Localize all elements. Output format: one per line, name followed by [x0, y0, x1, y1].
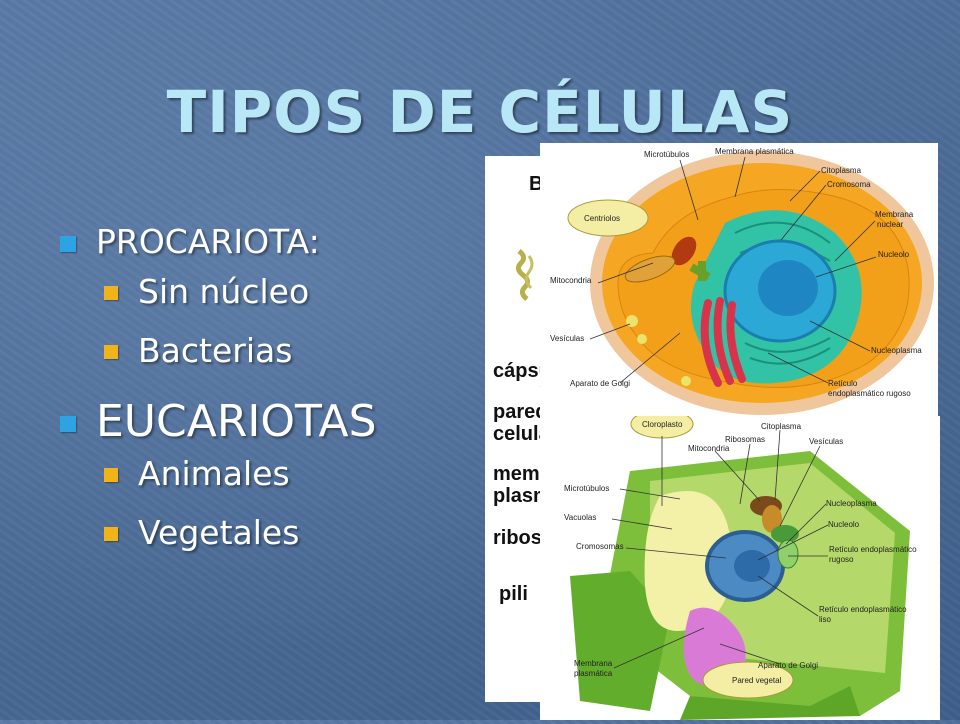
slide-title: TIPOS DE CÉLULAS — [166, 78, 794, 146]
plant-cell-image: Cloroplasto Citoplasma Ribosomas Vesícul… — [540, 409, 940, 720]
subbullet-marker — [104, 468, 118, 482]
subbullet-vegetales: Vegetales — [104, 513, 377, 572]
prok-label-title: B — [529, 173, 543, 195]
prok-label-capsula: cápsu — [493, 360, 551, 382]
label-vacuolas: Vacuolas — [564, 513, 596, 522]
bullet-procariota: PROCARIOTA: — [60, 222, 377, 272]
subbullet-bacterias-label: Bacterias — [138, 331, 293, 370]
label-vesiculas: Vesículas — [550, 334, 584, 343]
label-membrana-plant-2: plasmática — [574, 669, 613, 678]
centriolos-bubble — [567, 199, 649, 237]
bullet-eucariotas: EUCARIOTAS — [60, 396, 377, 454]
plant-cell-diagram: Cloroplasto Citoplasma Ribosomas Vesícul… — [564, 409, 917, 720]
prok-label-plasmatica: plasm — [493, 485, 551, 507]
label-reticulo-liso-2: liso — [819, 615, 832, 624]
vacuole-shape — [644, 491, 732, 631]
subbullet-animales-label: Animales — [138, 454, 290, 493]
label-cloroplasto: Cloroplasto — [642, 420, 683, 429]
label-mitocondria: Mitocondria — [550, 276, 592, 285]
subbullet-animales: Animales — [104, 454, 377, 513]
centriole-shape — [698, 261, 706, 281]
label-reticulo-rugoso-1: Retículo endoplasmático — [829, 545, 917, 554]
animal-cell-image: Centriolos Microtúbulos Membrana plasmát… — [540, 143, 938, 420]
chloroplast-shape-2 — [777, 539, 799, 569]
label-vesiculas-plant: Vesículas — [809, 437, 843, 446]
label-nucleolo-plant: Nucleolo — [828, 520, 860, 529]
nucleolus-shape — [758, 260, 818, 316]
subbullet-marker — [104, 345, 118, 359]
plant-nucleolus-shape — [734, 550, 770, 582]
label-ribosomas: Ribosomas — [725, 435, 765, 444]
golgi-apparatus-shape — [700, 297, 746, 387]
subbullet-vegetales-label: Vegetales — [138, 513, 300, 552]
plant-pointer-lines — [611, 429, 829, 669]
prok-label-celular: celula — [493, 423, 551, 445]
pared-vegetal-bubble — [702, 661, 794, 699]
prok-label-ribosomas: ribos — [493, 527, 542, 549]
mitochondria-shape-2 — [624, 255, 676, 283]
vesicle-shape — [681, 376, 691, 386]
label-pared-vegetal: Pared vegetal — [732, 676, 782, 685]
subbullet-bacterias: Bacterias — [104, 331, 377, 390]
pointer-lines — [589, 156, 877, 384]
label-centriolos: Centriolos — [584, 214, 620, 223]
label-membrana-plasmatica: Membrana plasmática — [715, 147, 794, 156]
mitochondria-shape — [671, 236, 697, 266]
animal-cell-diagram: Centriolos Microtúbulos Membrana plasmát… — [550, 147, 934, 415]
label-membrana-plant-1: Membrana — [574, 659, 613, 668]
subbullet-marker — [104, 527, 118, 541]
plant-mitochondria-shape-2 — [762, 505, 782, 533]
flagellum-shape — [515, 249, 531, 301]
prok-label-pared: pared — [493, 401, 547, 423]
label-nucleolo: Nucleolo — [878, 250, 910, 259]
label-nucleoplasma: Nucleoplasma — [871, 346, 922, 355]
prok-label-membrana: memb — [493, 463, 552, 485]
bullet-marker — [60, 236, 76, 252]
flagellum-shape — [524, 255, 534, 290]
label-aparato-golgi: Aparato de Golgi — [570, 379, 630, 388]
bullet-eucariotas-label: EUCARIOTAS — [96, 396, 377, 447]
label-nucleoplasma-plant: Nucleoplasma — [826, 499, 877, 508]
prok-label-pili: pili — [499, 583, 528, 605]
label-reticulo-2: endoplasmático rugoso — [828, 389, 911, 398]
label-reticulo-rugoso-2: rugoso — [829, 555, 854, 564]
bullet-list: PROCARIOTA: Sin núcleo Bacterias EUCARIO… — [60, 222, 377, 572]
cell-wall-left — [570, 571, 670, 711]
subbullet-marker — [104, 286, 118, 300]
label-cromosoma: Cromosoma — [827, 180, 871, 189]
bullet-procariota-label: PROCARIOTA: — [96, 222, 320, 261]
label-mitocondria-plant: Mitocondria — [688, 444, 730, 453]
label-reticulo-1: Retículo — [828, 379, 858, 388]
cell-wall-bottom — [680, 686, 860, 720]
label-microtubulos: Microtúbulos — [644, 150, 689, 159]
label-membrana-nuclear-1: Membrana — [875, 210, 914, 219]
bacteria-diagram: B cápsu pared celula memb plasm ribos pi… — [493, 173, 553, 605]
label-reticulo-liso-1: Retículo endoplasmático — [819, 605, 907, 614]
label-microtubulos-plant: Microtúbulos — [564, 484, 609, 493]
label-golgi-plant: Aparato de Golgi — [758, 661, 818, 670]
bullet-marker — [60, 416, 76, 432]
label-citoplasma-plant: Citoplasma — [761, 422, 802, 431]
label-cromosomas: Cromosomas — [576, 542, 624, 551]
vesicle-shape — [637, 334, 647, 344]
subbullet-sin-nucleo: Sin núcleo — [104, 272, 377, 331]
label-citoplasma: Citoplasma — [821, 166, 862, 175]
label-membrana-nuclear-2: nuclear — [877, 220, 904, 229]
subbullet-sin-nucleo-label: Sin núcleo — [138, 272, 310, 311]
